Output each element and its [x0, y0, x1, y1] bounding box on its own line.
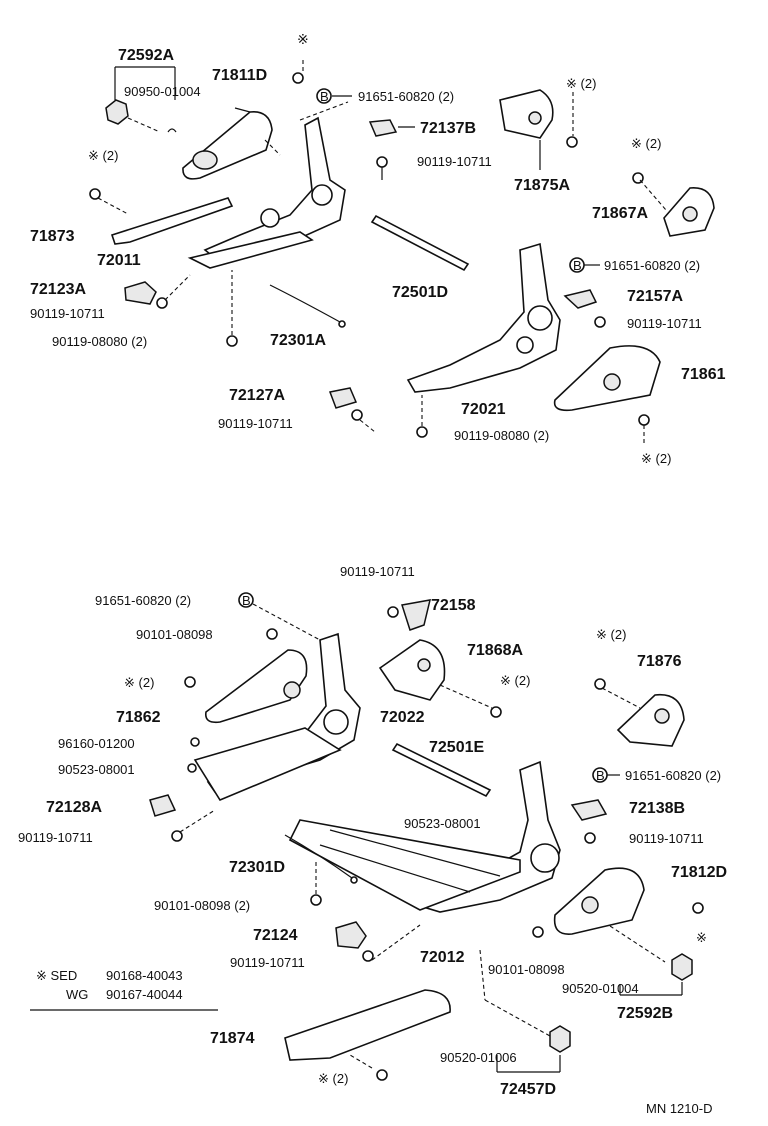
rail-71873	[110, 197, 234, 245]
label-90101-c: 90101-08098	[488, 962, 565, 977]
label-90119-b: 90119-10711	[30, 306, 105, 321]
rod-72501e	[391, 742, 492, 798]
label-star2-h: ※ (2)	[318, 1071, 348, 1086]
label-72123a: 72123A	[30, 281, 86, 298]
label-star-top: ※	[297, 31, 309, 47]
b-marker-4: B	[596, 768, 605, 783]
label-72301a: 72301A	[270, 332, 326, 349]
label-71811d: 71811D	[212, 67, 267, 84]
cover-71811d	[182, 111, 273, 180]
label-72157a: 72157A	[627, 288, 683, 305]
label-72158: 72158	[431, 597, 476, 614]
b-marker-2: B	[573, 258, 582, 273]
b-marker-1: B	[320, 89, 329, 104]
label-71862: 71862	[116, 709, 161, 726]
label-72021: 72021	[461, 401, 506, 418]
label-72457d: 72457D	[500, 1081, 556, 1098]
label-72137b: 72137B	[420, 120, 476, 137]
label-72592b: 72592B	[617, 1005, 673, 1022]
label-90119-08080-b: 90119-08080 (2)	[454, 428, 549, 443]
label-90523-b: 90523-08001	[404, 816, 481, 831]
label-91651-b2: 91651-60820 (2)	[604, 258, 700, 273]
label-star-right: ※	[696, 930, 707, 945]
label-star2-f: ※ (2)	[124, 675, 154, 690]
label-90950-01004: 90950-01004	[124, 84, 201, 99]
label-72012: 72012	[420, 949, 465, 966]
rail-71874	[284, 989, 451, 1061]
label-72127a: 72127A	[229, 387, 285, 404]
rod-72501d	[370, 214, 470, 272]
label-90520-a: 90520-01004	[562, 981, 639, 996]
label-90119-d: 90119-10711	[218, 416, 293, 431]
label-star2-e: ※ (2)	[596, 627, 626, 642]
frame-72012	[417, 760, 561, 913]
b-marker-3: B	[242, 593, 251, 608]
label-71861: 71861	[681, 366, 726, 383]
label-71874: 71874	[210, 1030, 255, 1047]
label-90101-b: 90101-08098 (2)	[154, 898, 250, 913]
label-71868a: 71868A	[467, 642, 523, 659]
label-90119-f: 90119-10711	[18, 830, 93, 845]
label-72501d: 72501D	[392, 284, 448, 301]
legend-wg-part: 90167-40044	[106, 987, 183, 1002]
label-star2-d: ※ (2)	[641, 451, 671, 466]
label-star2-g: ※ (2)	[500, 673, 530, 688]
cover-71812d	[553, 867, 645, 935]
label-90520-b: 90520-01006	[440, 1050, 517, 1065]
legend-wg-mark: WG	[66, 987, 88, 1002]
label-91651-b1: 91651-60820 (2)	[358, 89, 454, 104]
recliner-72021	[406, 242, 561, 393]
legend-sed-part: 90168-40043	[106, 968, 183, 983]
label-71876: 71876	[637, 653, 682, 670]
label-90119-a: 90119-10711	[417, 154, 492, 169]
label-96160: 96160-01200	[58, 736, 135, 751]
label-71812d: 71812D	[671, 864, 727, 881]
label-star2-c: ※ (2)	[88, 148, 118, 163]
label-71875a: 71875A	[514, 177, 570, 194]
label-star2-b: ※ (2)	[631, 136, 661, 151]
label-90119-e: 90119-10711	[340, 564, 415, 579]
label-91651-b3: 91651-60820 (2)	[95, 593, 191, 608]
label-72501e: 72501E	[429, 739, 484, 756]
label-72011: 72011	[97, 252, 141, 269]
label-90119-h: 90119-10711	[230, 955, 305, 970]
label-90119-g: 90119-10711	[629, 831, 704, 846]
label-90119-c: 90119-10711	[627, 316, 702, 331]
legend-sed-mark: ※ SED	[36, 968, 77, 983]
label-72301d: 72301D	[229, 859, 285, 876]
label-star2-a: ※ (2)	[566, 76, 596, 91]
label-71867a: 71867A	[592, 205, 648, 222]
label-72124: 72124	[253, 927, 298, 944]
diagram-id: MN 1210-D	[646, 1101, 712, 1116]
label-72128a: 72128A	[46, 799, 102, 816]
label-90101-a: 90101-08098	[136, 627, 213, 642]
label-90119-08080-a: 90119-08080 (2)	[52, 334, 147, 349]
label-72022: 72022	[380, 709, 425, 726]
label-90523-a: 90523-08001	[58, 762, 135, 777]
label-72138b: 72138B	[629, 800, 685, 817]
label-91651-b4: 91651-60820 (2)	[625, 768, 721, 783]
label-71873: 71873	[30, 228, 75, 245]
label-72592a: 72592A	[118, 47, 174, 64]
knob-72592a	[105, 99, 129, 125]
